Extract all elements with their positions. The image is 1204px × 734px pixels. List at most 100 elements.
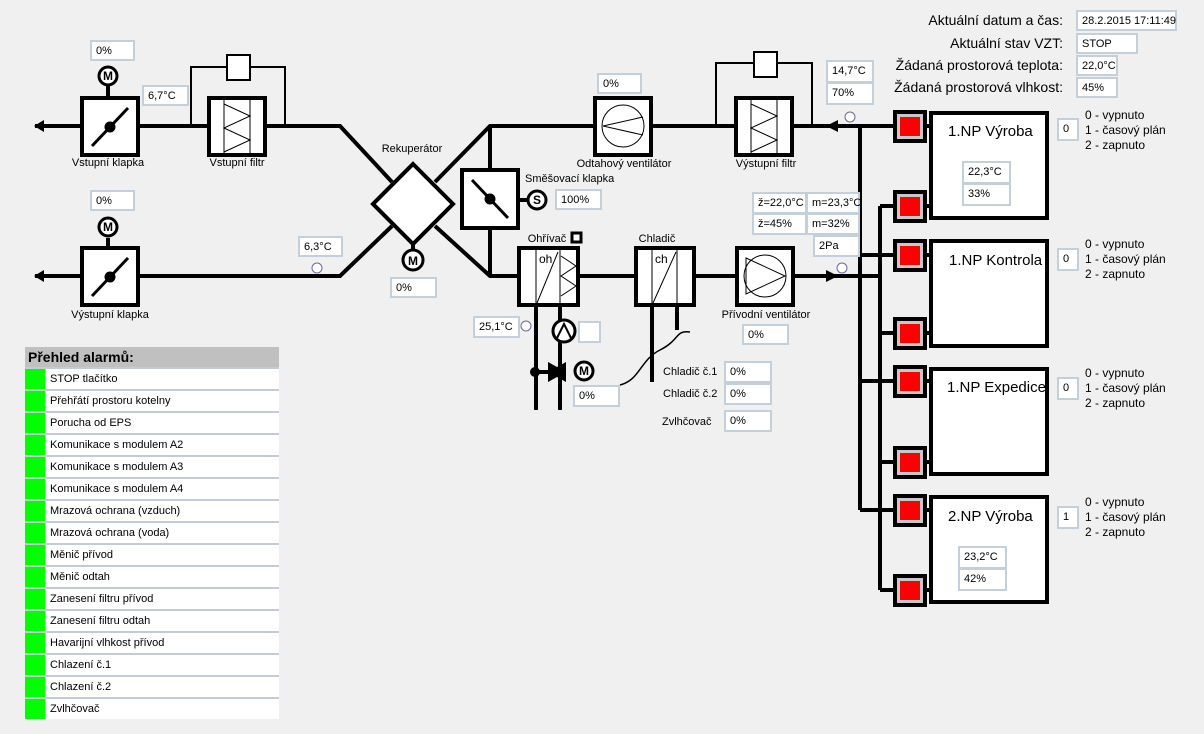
alarm-label: Mrazová ochrana (vzduch) [45, 501, 180, 521]
alarm-status-indicator [25, 589, 45, 609]
cooler-cable [619, 331, 691, 386]
zone-4-humidity: 42% [958, 568, 1007, 591]
alarm-label: Přehřátí prostoru kotelny [45, 391, 170, 411]
exhaust-arrow-icon [34, 270, 44, 282]
zone-1-mode-input[interactable]: 0 [1057, 118, 1079, 141]
exhaust-damper-label: Výstupní klapka [71, 309, 149, 321]
alarm-status-indicator [25, 413, 45, 433]
hum-setpoint-input[interactable]: 45% [1076, 77, 1118, 98]
recuperator-label: Rekuperátor [381, 143, 443, 155]
state-value: STOP [1076, 33, 1138, 54]
cooler2-value: 0% [724, 383, 772, 405]
alarm-label: Chlazení č.2 [45, 677, 111, 697]
alarm-status-indicator [25, 677, 45, 697]
alarm-label: Komunikace s modulem A2 [45, 435, 183, 455]
zone-2-title: 1.NP Kontrola [949, 252, 1043, 269]
alarm-status-indicator [25, 479, 45, 499]
exhaust-temp: 6,3°C [298, 236, 343, 257]
datetime-value: 28.2.2015 17:11:49 [1076, 10, 1177, 31]
extract-filter-label: Výstupní filtr [735, 158, 797, 170]
flow-arrows [34, 120, 838, 282]
motor-icon [97, 65, 119, 87]
legend-schedule: 1 - časový plán [1085, 123, 1166, 137]
mixing-damper-label: Směšovací klapka [525, 173, 615, 185]
alarm-status-indicator [25, 523, 45, 543]
extract-fan [593, 96, 653, 157]
three-way-valve-icon [530, 362, 566, 382]
exhaust-damper-value: 0% [90, 190, 135, 211]
heater-water-temp: 25,1°C [473, 316, 520, 338]
alarm-label: Porucha od EPS [45, 413, 131, 433]
heater-symbol: oh [539, 252, 553, 266]
zone-4-title: 2.NP Výroba [948, 508, 1033, 525]
alarm-status-indicator [25, 655, 45, 675]
cooler1-value: 0% [724, 361, 772, 383]
legend-off: 0 - vypnuto [1085, 108, 1145, 122]
temp-setpoint-label: Žádaná prostorová teplota: [895, 57, 1063, 73]
legend-off: 0 - vypnuto [1085, 237, 1145, 251]
intake-filter-bypass [190, 66, 286, 126]
zone-1-humidity: 33% [962, 183, 1011, 206]
zone-2-mode-input[interactable]: 0 [1057, 248, 1079, 271]
intake-damper-value: 0% [90, 40, 135, 61]
supply-arrow-icon [826, 270, 838, 282]
exhaust-damper [80, 246, 140, 307]
legend-off: 0 - vypnuto [1085, 366, 1145, 380]
extract-fan-label: Odtahový ventilátor [576, 158, 672, 170]
alarm-label: Chlazení č.1 [45, 655, 111, 675]
svg-text:M: M [103, 220, 113, 234]
humidifier-label: Zvlhčovač [662, 416, 712, 428]
supply-temp-setpoint: ž=22,0°C [752, 192, 807, 214]
pump-status [578, 321, 601, 343]
heater-frost-sensor-icon [570, 231, 583, 244]
extract-temp: 14,7°C [826, 60, 874, 83]
zone-3-mode-input[interactable]: 0 [1057, 377, 1079, 400]
zone-box [929, 239, 1049, 348]
zone-4-mode-input[interactable]: 1 [1057, 506, 1079, 529]
supply-pressure: 2Pa [813, 235, 860, 257]
alarm-label: Zvlhčovač [45, 699, 100, 719]
alarm-row: Komunikace s modulem A2 [25, 435, 279, 455]
zone-4-temp: 23,2°C [958, 546, 1007, 569]
legend-off: 0 - vypnuto [1085, 495, 1145, 509]
alarm-overview-title: Přehled alarmů: [25, 347, 279, 367]
recuperator-value: 0% [390, 277, 437, 298]
zone-dampers [893, 110, 927, 607]
legend-schedule: 1 - časový plán [1085, 510, 1166, 524]
alarm-row: Zvlhčovač [25, 699, 279, 719]
extract-arrow-icon [826, 120, 838, 132]
alarm-row: Přehřátí prostoru kotelny [25, 391, 279, 411]
recuperator [370, 161, 456, 247]
motor-icon [97, 216, 119, 238]
zone-1-temp: 22,3°C [962, 161, 1011, 184]
supply-hum-measured: m=32% [806, 213, 860, 235]
alarm-label: Měnič odtah [45, 567, 110, 587]
temp-setpoint-input[interactable]: 22,0°C [1076, 55, 1118, 76]
alarm-row: Zanesení filtru přívod [25, 589, 279, 609]
alarm-status-indicator [25, 611, 45, 631]
heater [517, 246, 580, 307]
cooler2-label: Chladič č.2 [663, 388, 718, 400]
supply-hum-setpoint: ž=45% [752, 213, 807, 235]
alarm-status-indicator [25, 457, 45, 477]
alarm-status-indicator [25, 369, 45, 389]
svg-text:M: M [103, 69, 113, 83]
legend-on: 2 - zapnuto [1085, 525, 1146, 539]
sensor-icon [844, 111, 856, 123]
cooler-label: Chladič [638, 233, 676, 245]
supply-fan-value: 0% [742, 324, 789, 345]
intake-temp: 6,7°C [142, 85, 189, 106]
alarm-row: Chlazení č.2 [25, 677, 279, 697]
datetime-label: Aktuální datum a čas: [928, 12, 1063, 28]
alarm-status-indicator [25, 435, 45, 455]
motor-icon [573, 360, 595, 382]
zone-3-title: 1.NP Expedice [947, 379, 1046, 396]
extract-filter-bypass [715, 62, 813, 126]
heater-valve-value: 0% [573, 385, 620, 407]
motor-icon [401, 248, 425, 272]
alarm-row: Měnič odtah [25, 567, 279, 587]
intake-filter-label: Vstupní filtr [209, 157, 265, 169]
